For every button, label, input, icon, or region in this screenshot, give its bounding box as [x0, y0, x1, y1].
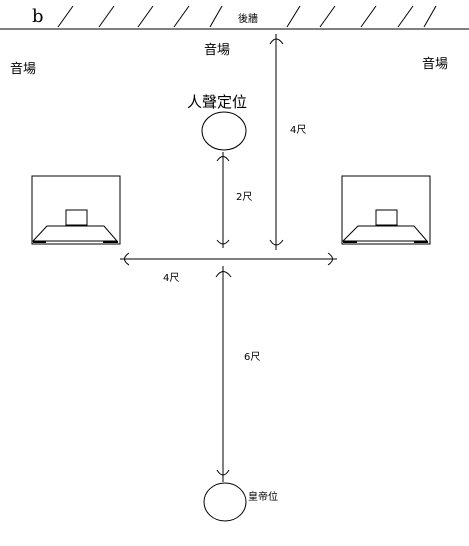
sound-field-center-label: 音場 — [204, 43, 231, 58]
vocal-image-label: 人聲定位 — [187, 93, 248, 111]
wall-hatching — [57, 5, 437, 28]
corner-letter: b — [32, 6, 44, 27]
speaker-spacing-arrow — [120, 252, 337, 266]
listener-seat-label: 皇帝位 — [248, 492, 278, 503]
sound-field-right-label: 音場 — [422, 57, 449, 72]
wall-distance-arrow — [269, 34, 284, 250]
listener-seat-circle — [203, 482, 247, 522]
left-speaker — [31, 175, 121, 245]
vocal-distance-arrow — [216, 152, 230, 248]
speaker-spacing-label: 4尺 — [163, 273, 180, 284]
sound-field-left-label: 音場 — [10, 62, 37, 77]
listener-distance-label: 6尺 — [244, 352, 261, 363]
vocal-distance-label: 2尺 — [236, 192, 253, 203]
back-wall-label: 後牆 — [238, 14, 258, 25]
right-speaker — [341, 175, 431, 245]
wall-distance-label: 4尺 — [290, 125, 307, 136]
listener-distance-arrow — [215, 266, 232, 482]
vocal-image-circle — [201, 111, 247, 151]
